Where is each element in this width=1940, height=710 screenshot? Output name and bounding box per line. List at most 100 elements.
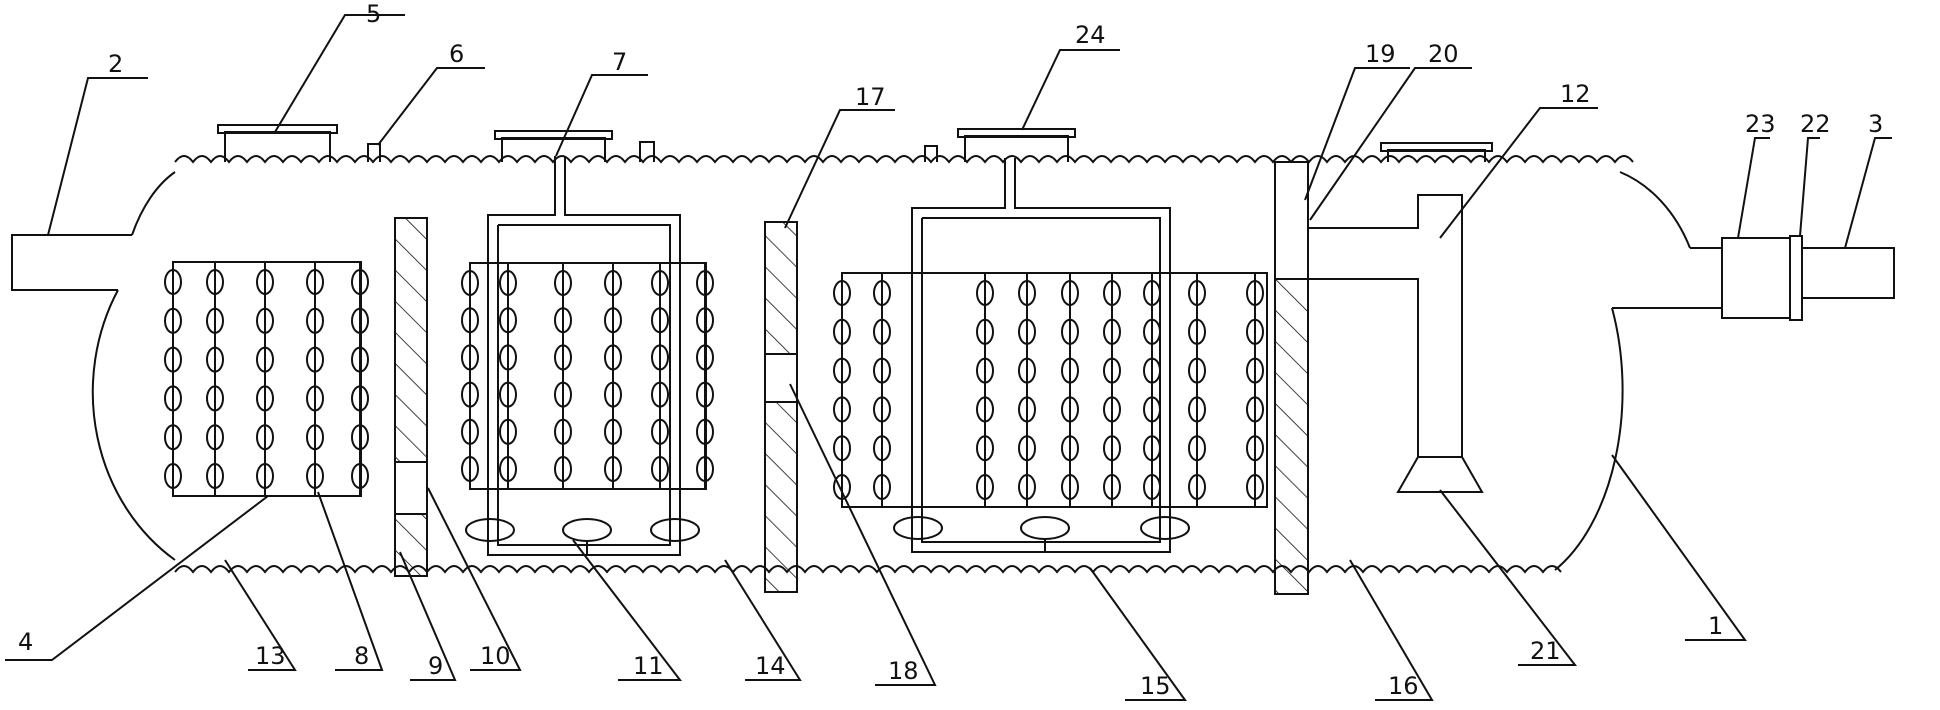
media1-element [164,269,182,295]
media3-element [1188,435,1206,462]
callout-10: 10 [480,642,511,670]
callout-18: 18 [888,657,919,685]
media2-element [461,381,479,408]
media3-element [1018,357,1036,384]
media2-element [696,456,714,482]
media3-element [1061,357,1079,384]
media1-element [351,463,369,489]
media2-element [461,456,479,482]
media2-element [651,456,669,482]
media3-element [1143,435,1161,462]
callout-22: 22 [1800,110,1831,138]
leader-lines [5,14,1892,701]
media3-element [1143,474,1161,500]
callout-13: 13 [255,642,286,670]
corrugated-top-wall [174,155,1634,164]
media1-element [306,385,324,412]
callout-15: 15 [1140,672,1171,700]
media2-element [499,418,517,445]
callout-17: 17 [855,83,886,111]
media3-element [1188,396,1206,423]
baffle-17 [764,221,798,593]
media1-element [256,269,274,295]
media2-element [604,418,622,445]
callout-20: 20 [1428,40,1459,68]
media3-element [833,435,851,462]
media1-element [351,346,369,373]
media1-element [164,424,182,451]
media3-element [1246,474,1264,500]
media1-element [256,385,274,412]
callout-3: 3 [1868,110,1883,138]
media3-element [1061,318,1079,345]
media3-element [873,474,891,500]
media2-element [461,344,479,371]
media3-element [1103,318,1121,345]
media3-element [976,280,994,306]
media1-element [256,463,274,489]
media1-element [351,307,369,334]
media3-element [1103,357,1121,384]
media3-element [833,318,851,345]
callout-24: 24 [1075,21,1106,49]
media1-element [206,269,224,295]
media3-element [1103,396,1121,423]
aeration-frame-1 [461,156,714,556]
media1-element [351,269,369,295]
media3-element [1188,318,1206,345]
media2-element [604,381,622,408]
media1-element [206,424,224,451]
media3-element [1018,396,1036,423]
media1-element [164,463,182,489]
media2-element [651,307,669,334]
media2-element [651,381,669,408]
media3-element [1246,396,1264,423]
media2-element [499,270,517,296]
callout-21: 21 [1530,637,1561,665]
media2-element [499,344,517,371]
media3-element [1061,280,1079,306]
media3-element [1143,280,1161,306]
callout-19: 19 [1365,40,1396,68]
media2-element [554,456,572,482]
filter-media-1 [164,261,369,497]
media1-element [164,385,182,412]
media2-element [696,418,714,445]
media3-element [873,396,891,423]
callout-4: 4 [18,628,33,656]
media2-element [499,381,517,408]
media3-element [976,435,994,462]
media1-element [306,346,324,373]
media3-element [1143,396,1161,423]
media2-element [499,307,517,334]
media3-element [1061,396,1079,423]
media3-element [1246,357,1264,384]
media3-element [1103,474,1121,500]
callout-9: 9 [428,652,443,680]
media3-element [1143,318,1161,345]
media2-element [696,381,714,408]
callout-23: 23 [1745,110,1776,138]
manhole-7 [494,130,613,162]
media3-element [1103,435,1121,462]
callout-5: 5 [366,0,381,28]
manhole-right [1380,142,1493,162]
media2-element [604,270,622,296]
media2-element [604,344,622,371]
media3-element [833,396,851,423]
callout-16: 16 [1388,672,1419,700]
media1-element [206,463,224,489]
media3-element [976,396,994,423]
media2-element [499,456,517,482]
media3-element [1103,280,1121,306]
callout-7: 7 [612,48,627,76]
media3-element [1143,357,1161,384]
media3-element [873,357,891,384]
tank-body [91,155,1691,574]
callout-12: 12 [1560,80,1591,108]
media2-element [696,307,714,334]
media3-element [1061,474,1079,500]
media2-element [461,270,479,296]
media2-element [461,418,479,445]
